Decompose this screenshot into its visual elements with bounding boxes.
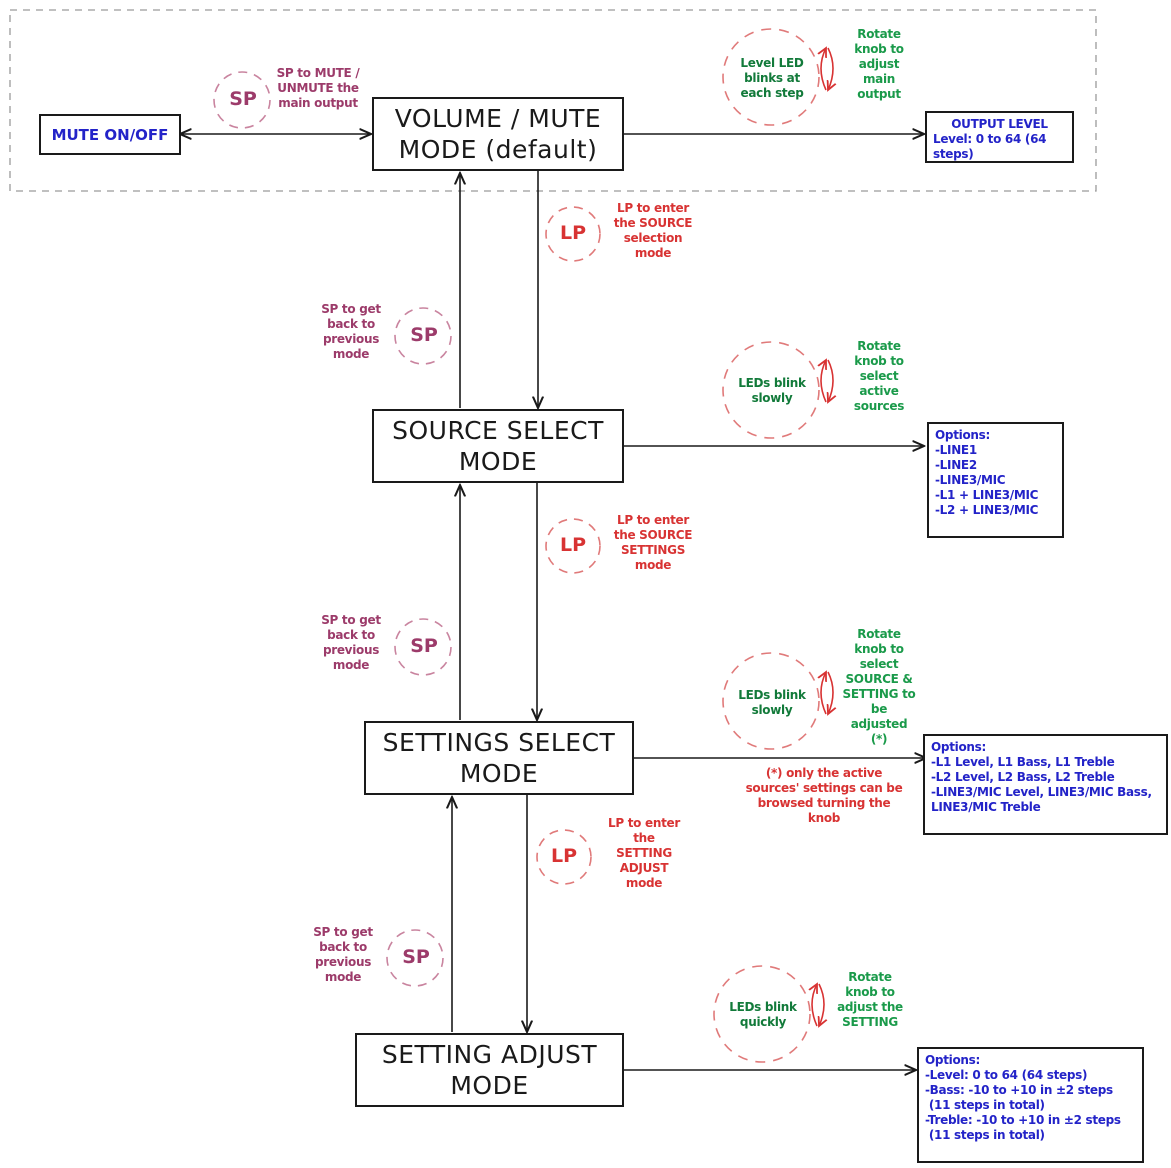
setting-adjust-mode-box: SETTING ADJUST MODE (355, 1033, 624, 1107)
lp-badge-3: LP (550, 845, 578, 867)
lp-circle-2 (545, 518, 601, 574)
led-circle-adjust (713, 965, 811, 1063)
led-circle-source (722, 341, 820, 439)
adjust-mode-line2: MODE (450, 1071, 529, 1100)
sp-back-note-1: SP to get back to previous mode (321, 302, 381, 361)
led-note-adjust: LEDs blink quickly (729, 1000, 797, 1029)
rotate-note-adjust: Rotate knob to adjust the SETTING (837, 970, 903, 1029)
sp-back-badge-1: SP (410, 324, 438, 346)
mute-on-off-label: MUTE ON/OFF (51, 125, 169, 144)
settings-mode-line2: MODE (459, 759, 539, 788)
lp-circle-3 (536, 829, 592, 885)
sp-back-badge-3: SP (402, 946, 430, 968)
sp-back-badge-2: SP (410, 635, 438, 657)
default-mode-region (9, 9, 1097, 192)
lp-note-adjust: LP to enter the SETTING ADJUST mode (608, 816, 680, 890)
lp-badge-2: LP (559, 534, 587, 556)
rotate-arrows-settings (821, 672, 833, 714)
adjust-options-box: Options: -Level: 0 to 64 (64 steps) -Bas… (917, 1047, 1144, 1163)
rotate-note-volume: Rotate knob to adjust main output (854, 27, 904, 101)
output-level-title: OUTPUT LEVEL (951, 117, 1048, 131)
adjust-mode-line1: SETTING ADJUST (381, 1040, 598, 1069)
source-options-box: Options: -LINE1 -LINE2 -LINE3/MIC -L1 + … (927, 422, 1064, 538)
lp-note-source: LP to enter the SOURCE selection mode (613, 201, 693, 260)
source-mode-line1: SOURCE SELECT (392, 416, 604, 445)
volume-mute-mode-box: VOLUME / MUTE MODE (default) (372, 97, 624, 171)
rotate-note-settings: Rotate knob to select SOURCE & SETTING t… (842, 627, 916, 746)
sp-back-note-3: SP to get back to previous mode (313, 925, 373, 984)
settings-options-box: Options: -L1 Level, L1 Bass, L1 Treble -… (923, 734, 1168, 835)
settings-mode-line1: SETTINGS SELECT (382, 728, 616, 757)
sp-back-circle-1 (394, 307, 452, 365)
led-note-volume: Level LED blinks at each step (740, 56, 804, 100)
mute-on-off-box: MUTE ON/OFF (39, 114, 181, 155)
lp-circle-1 (545, 206, 601, 262)
rotate-note-source: Rotate knob to select active sources (853, 339, 905, 413)
lp-note-settings: LP to enter the SOURCE SETTINGS mode (613, 513, 693, 572)
led-note-source: LEDs blink slowly (738, 376, 806, 405)
sp-back-circle-2 (394, 618, 452, 676)
sp-back-circle-3 (386, 929, 444, 987)
led-circle-settings (722, 652, 820, 750)
output-level-range: Level: 0 to 64 (64 steps) (933, 132, 1047, 161)
settings-select-mode-box: SETTINGS SELECT MODE (364, 721, 634, 795)
led-note-settings: LEDs blink slowly (738, 688, 806, 717)
volume-mode-line2: MODE (default) (398, 135, 598, 164)
sp-mute-badge: SP (229, 88, 257, 110)
source-select-mode-box: SOURCE SELECT MODE (372, 409, 624, 483)
volume-mode-line1: VOLUME / MUTE (394, 104, 602, 133)
sp-back-note-2: SP to get back to previous mode (321, 613, 381, 672)
rotate-arrows-volume (821, 48, 833, 90)
lp-badge-1: LP (559, 222, 587, 244)
led-circle-volume (722, 28, 820, 126)
active-sources-footnote: (*) only the active sources' settings ca… (745, 766, 903, 825)
sp-mute-circle (213, 71, 271, 129)
rotate-arrows-adjust (812, 984, 824, 1026)
sp-mute-note: SP to MUTE / UNMUTE the main output (276, 66, 360, 110)
rotate-arrows-source (821, 360, 833, 402)
output-level-box: OUTPUT LEVEL Level: 0 to 64 (64 steps) (925, 111, 1074, 163)
source-mode-line2: MODE (458, 447, 538, 476)
